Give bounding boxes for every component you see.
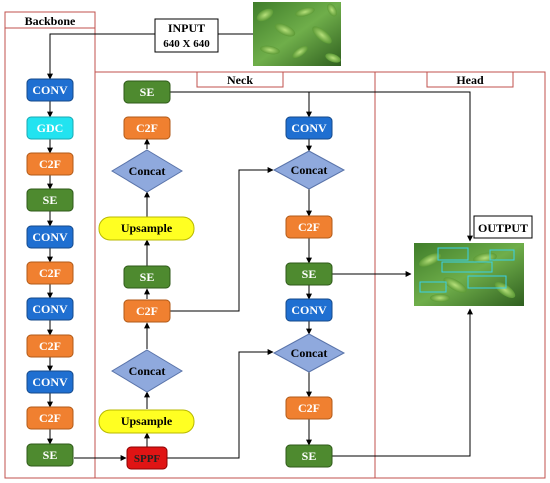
detection-box bbox=[419, 281, 447, 293]
input-image bbox=[253, 2, 341, 66]
c2f-block bbox=[26, 152, 74, 176]
output-label-box bbox=[473, 215, 533, 239]
sppf-label: SPPF bbox=[134, 453, 161, 465]
c2f-label: C2F bbox=[136, 304, 158, 318]
concat-label: Concat bbox=[129, 164, 166, 178]
upsample-block bbox=[98, 216, 195, 241]
conv-block bbox=[285, 116, 333, 140]
gdc-label: GDC bbox=[37, 121, 64, 135]
detection-box bbox=[467, 275, 507, 289]
conv-label: CONV bbox=[32, 83, 68, 97]
c2f-block bbox=[26, 334, 74, 358]
c2f-label: C2F bbox=[298, 220, 320, 234]
conv-block bbox=[285, 298, 333, 322]
head-section: Head bbox=[374, 71, 546, 479]
concat-block bbox=[111, 349, 183, 393]
conv-label: CONV bbox=[32, 302, 68, 316]
conv-label: CONV bbox=[32, 375, 68, 389]
neck-up-column: SPPF Upsample Concat C2F SE Upsample Con… bbox=[98, 80, 195, 470]
upsample-block bbox=[98, 409, 195, 434]
connections bbox=[47, 33, 473, 461]
se-label: SE bbox=[302, 449, 317, 463]
se-label: SE bbox=[140, 85, 155, 99]
c2f-block bbox=[123, 299, 171, 323]
conv-block bbox=[26, 370, 74, 394]
neck-section: Neck bbox=[94, 71, 376, 479]
input-to-backbone-line bbox=[47, 33, 155, 80]
backbone-title: Backbone bbox=[25, 14, 76, 28]
conv-block bbox=[26, 78, 74, 102]
detection-box bbox=[489, 249, 515, 261]
conv-label: CONV bbox=[32, 230, 68, 244]
upsample-label: Upsample bbox=[121, 221, 173, 235]
head-title-box bbox=[426, 71, 514, 88]
sppf-block bbox=[126, 446, 168, 470]
c2f-block bbox=[285, 396, 333, 420]
gdc-block bbox=[26, 116, 74, 140]
se-label: SE bbox=[43, 448, 58, 462]
c2f-label: C2F bbox=[39, 411, 61, 425]
output-image bbox=[414, 243, 524, 306]
se-block bbox=[285, 444, 333, 468]
backbone-column: CONV GDC C2F SE CONV C2F CONV C2F CONV C2F SE bbox=[26, 78, 74, 467]
se-block bbox=[26, 188, 74, 212]
se-block bbox=[123, 80, 171, 104]
input-size: 640 X 640 bbox=[163, 38, 210, 50]
se-label: SE bbox=[43, 193, 58, 207]
concat-label: Concat bbox=[291, 346, 328, 360]
concat-label: Concat bbox=[129, 364, 166, 378]
c2f-block bbox=[123, 116, 171, 140]
neck-down-column: CONV Concat C2F SE CONV Concat C2F SE bbox=[272, 116, 346, 468]
detection-box bbox=[437, 247, 469, 261]
concat-block bbox=[272, 333, 346, 373]
output-block: OUTPUT bbox=[414, 215, 533, 306]
neck-title-box bbox=[196, 71, 284, 88]
upsample-label: Upsample bbox=[121, 414, 173, 428]
concat-block bbox=[111, 149, 183, 193]
c2f-label: C2F bbox=[136, 121, 158, 135]
c2f-block bbox=[26, 406, 74, 430]
concat-block bbox=[272, 150, 346, 190]
input-title: INPUT bbox=[168, 21, 205, 35]
output-title: OUTPUT bbox=[478, 221, 528, 235]
conv-block bbox=[26, 225, 74, 249]
concat-label: Concat bbox=[291, 163, 328, 177]
conv-label: CONV bbox=[291, 121, 327, 135]
neck-title: Neck bbox=[227, 73, 253, 87]
se-label: SE bbox=[140, 270, 155, 284]
se-block bbox=[26, 443, 74, 467]
detection-box bbox=[441, 261, 493, 273]
conv-block bbox=[26, 297, 74, 321]
se-label: SE bbox=[302, 267, 317, 281]
backbone-section: Backbone bbox=[4, 11, 96, 479]
input-block: INPUT 640 X 640 bbox=[154, 2, 341, 66]
head-title: Head bbox=[456, 73, 484, 87]
c2f-block bbox=[26, 261, 74, 285]
backbone-title-box bbox=[4, 11, 96, 29]
c2f-label: C2F bbox=[39, 266, 61, 280]
c2f-label: C2F bbox=[39, 157, 61, 171]
c2f-label: C2F bbox=[298, 401, 320, 415]
se-block bbox=[123, 265, 171, 289]
input-label-box bbox=[154, 18, 219, 53]
conv-label: CONV bbox=[291, 303, 327, 317]
c2f-block bbox=[285, 215, 333, 239]
se-block bbox=[285, 262, 333, 286]
c2f-label: C2F bbox=[39, 339, 61, 353]
